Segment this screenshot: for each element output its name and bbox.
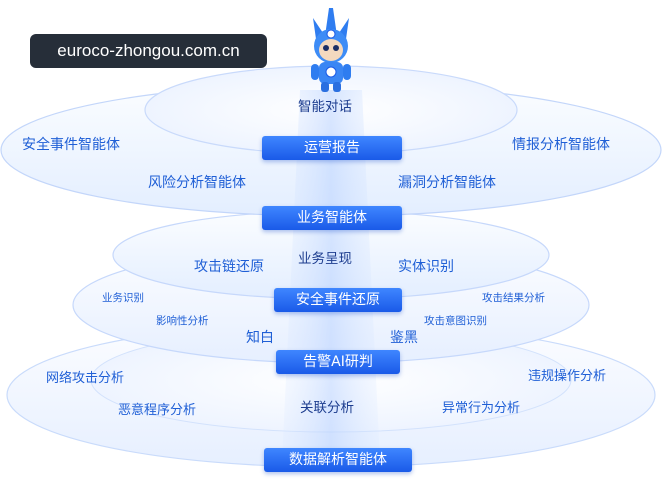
middle-left-b-label: 影响性分析 — [156, 315, 209, 327]
middle-right-a-label: 攻击结果分析 — [482, 292, 545, 304]
top-right-inner-label: 漏洞分析智能体 — [398, 175, 496, 191]
top-badge: 运营报告 — [262, 136, 402, 160]
watermark: euroco-zhongou.com.cn — [30, 34, 267, 68]
middle-left-label: 攻击链还原 — [194, 259, 264, 275]
bottom-right-a-label: 违规操作分析 — [528, 369, 607, 384]
middle-left-a-label: 业务识别 — [102, 292, 144, 304]
bottom-left-b-label: 恶意程序分析 — [118, 403, 197, 418]
robot-mascot-icon — [311, 8, 351, 92]
top-left-inner-label: 风险分析智能体 — [148, 175, 246, 191]
top-left-outer-label: 安全事件智能体 — [22, 137, 120, 153]
middle-left-accent-label: 知白 — [246, 330, 274, 346]
middle-right-accent-label: 鉴黑 — [390, 330, 418, 346]
middle-right-b-label: 攻击意图识别 — [424, 315, 487, 327]
event-restore-badge: 安全事件还原 — [274, 288, 402, 312]
data-parse-agent-badge: 数据解析智能体 — [264, 448, 412, 472]
middle-right-label: 实体识别 — [398, 259, 454, 275]
business-agent-badge: 业务智能体 — [262, 206, 402, 230]
middle-center-label: 业务呈现 — [298, 251, 352, 267]
bottom-center-label: 关联分析 — [300, 400, 354, 416]
alert-ai-badge: 告警AI研判 — [276, 350, 400, 374]
top-right-outer-label: 情报分析智能体 — [512, 137, 610, 153]
bottom-right-b-label: 异常行为分析 — [442, 401, 521, 416]
bottom-left-a-label: 网络攻击分析 — [46, 371, 125, 386]
top-center-label: 智能对话 — [298, 99, 352, 115]
